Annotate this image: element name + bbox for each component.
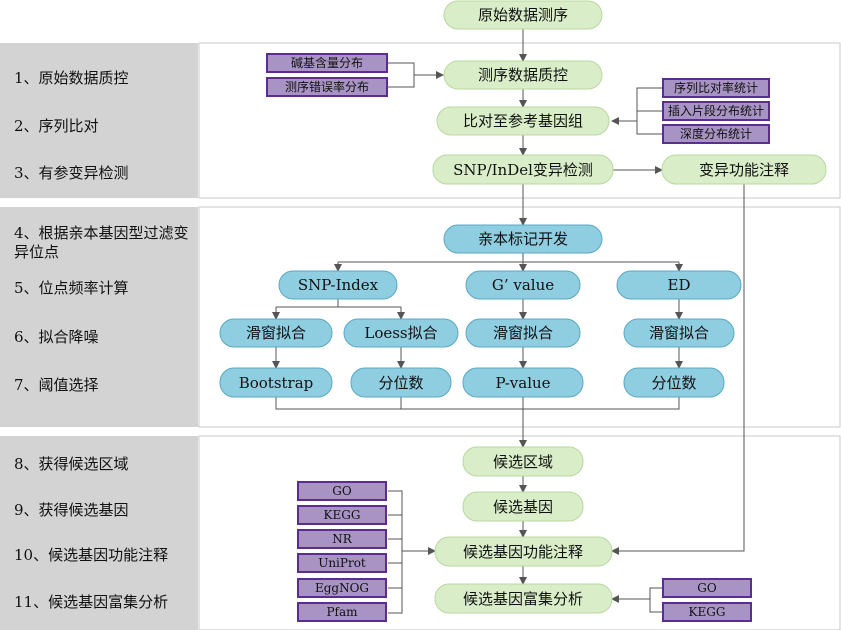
annot-db-eggnog: EggNOG xyxy=(297,578,387,598)
enrich-db-go: GO xyxy=(662,578,752,598)
bracket-enrich-dbs xyxy=(649,587,663,613)
annot-db-label-2: KEGG xyxy=(324,508,361,522)
stage-label-6: 6、拟合降噪 xyxy=(14,328,99,346)
align-output-mapping-rate: 序列比对率统计 xyxy=(662,78,770,98)
node-snp-index: SNP-Index xyxy=(278,270,398,300)
stage-label-11: 11、候选基因富集分析 xyxy=(14,593,169,611)
node-snp-label: SNP/InDel变异检测 xyxy=(453,161,593,179)
node-quantile-2: 分位数 xyxy=(623,367,725,398)
stage-label-9: 9、获得候选基因 xyxy=(14,501,129,519)
annot-db-go: GO xyxy=(297,481,387,501)
annot-db-uniprot: UniProt xyxy=(297,553,387,573)
node-gene-enrichment: 候选基因富集分析 xyxy=(434,583,613,614)
stage-label-5: 5、位点频率计算 xyxy=(14,279,129,297)
enrich-db-kegg: KEGG xyxy=(662,602,752,622)
annot-db-pfam: Pfam xyxy=(297,602,387,622)
node-candidate-region: 候选区域 xyxy=(462,446,584,477)
node-qc: 测序数据质控 xyxy=(443,60,603,90)
qc-input-base-content: 碱基含量分布 xyxy=(266,53,388,73)
stage-band-1 xyxy=(0,43,198,198)
node-snpindex-label: SNP-Index xyxy=(298,276,379,294)
annot-db-label-4: UniProt xyxy=(318,556,366,570)
stage-band-2 xyxy=(0,207,198,427)
node-align: 比对至参考基因组 xyxy=(436,106,610,136)
align-output-insert-size: 插入片段分布统计 xyxy=(662,101,770,121)
align-output-label-3: 深度分布统计 xyxy=(680,126,752,141)
node-candidate-gene: 候选基因 xyxy=(462,491,584,522)
node-bootstrap: Bootstrap xyxy=(219,367,333,398)
qc-input-label-1: 碱基含量分布 xyxy=(291,55,363,70)
node-sliding-window-1: 滑窗拟合 xyxy=(219,318,333,348)
node-enrich-label: 候选基因富集分析 xyxy=(463,590,583,608)
node-sliding2-label: 滑窗拟合 xyxy=(493,324,553,342)
node-gene-label: 候选基因 xyxy=(493,498,553,516)
bracket-annot-dbs xyxy=(388,490,403,614)
stage-label-2: 2、序列比对 xyxy=(14,117,99,135)
merge-bar xyxy=(275,397,680,410)
node-varannot-label: 变异功能注释 xyxy=(699,161,789,179)
node-ed-label: ED xyxy=(668,276,691,294)
stage-label-1: 1、原始数据质控 xyxy=(14,69,129,87)
node-geneannot-label: 候选基因功能注释 xyxy=(463,543,583,561)
annot-db-label-1: GO xyxy=(332,484,352,498)
node-parent-label: 亲本标记开发 xyxy=(478,230,568,248)
node-sliding1-label: 滑窗拟合 xyxy=(246,324,306,342)
annot-db-kegg: KEGG xyxy=(297,505,387,525)
node-qc-label: 测序数据质控 xyxy=(478,66,568,84)
node-sliding-window-2: 滑窗拟合 xyxy=(465,318,581,348)
node-sliding-window-3: 滑窗拟合 xyxy=(623,318,735,348)
node-gene-annotation: 候选基因功能注释 xyxy=(434,536,613,567)
node-gvalue-label: G’ value xyxy=(492,276,554,294)
align-output-depth: 深度分布统计 xyxy=(662,124,770,144)
node-sliding3-label: 滑窗拟合 xyxy=(649,324,709,342)
node-quantile1-label: 分位数 xyxy=(378,374,423,392)
stage-label-3: 3、有参变异检测 xyxy=(14,164,129,182)
align-output-label-2: 插入片段分布统计 xyxy=(668,103,764,118)
enrich-db-label-2: KEGG xyxy=(689,605,726,619)
node-bootstrap-label: Bootstrap xyxy=(239,374,314,392)
node-variant-annotation: 变异功能注释 xyxy=(661,154,827,185)
align-output-label-1: 序列比对率统计 xyxy=(674,80,758,95)
annot-db-label-3: NR xyxy=(332,532,353,546)
qc-input-label-2: 测序错误率分布 xyxy=(285,79,369,94)
node-p-value: P-value xyxy=(462,367,584,398)
annot-db-label-5: EggNOG xyxy=(315,581,369,595)
node-parent-marker: 亲本标记开发 xyxy=(443,224,603,254)
qc-input-error-rate: 测序错误率分布 xyxy=(266,77,388,97)
enrich-db-label-1: GO xyxy=(697,581,717,595)
node-loess-label: Loess拟合 xyxy=(364,324,437,342)
node-loess: Loess拟合 xyxy=(343,318,459,348)
stage-label-8: 8、获得候选区域 xyxy=(14,455,129,473)
node-quantile2-label: 分位数 xyxy=(651,374,696,392)
node-quantile-1: 分位数 xyxy=(350,367,452,398)
stage-label-10: 10、候选基因功能注释 xyxy=(14,546,169,564)
node-raw-label: 原始数据测序 xyxy=(478,6,568,24)
stage-label-4: 4、根据亲本基因型过滤变异位点 xyxy=(14,224,189,261)
node-g-value: G’ value xyxy=(465,270,581,300)
annot-db-nr: NR xyxy=(297,529,387,549)
node-align-label: 比对至参考基因组 xyxy=(463,112,583,130)
node-ed: ED xyxy=(616,270,742,300)
node-pvalue-label: P-value xyxy=(495,374,550,392)
stage-label-7: 7、阈值选择 xyxy=(14,376,99,394)
annot-db-label-6: Pfam xyxy=(326,605,358,619)
node-raw-sequencing: 原始数据测序 xyxy=(443,0,603,30)
stage-band-3 xyxy=(0,436,198,630)
node-region-label: 候选区域 xyxy=(493,453,553,471)
node-snp-indel: SNP/InDel变异检测 xyxy=(432,154,614,185)
arrow-varannot-geneannot xyxy=(611,184,745,555)
